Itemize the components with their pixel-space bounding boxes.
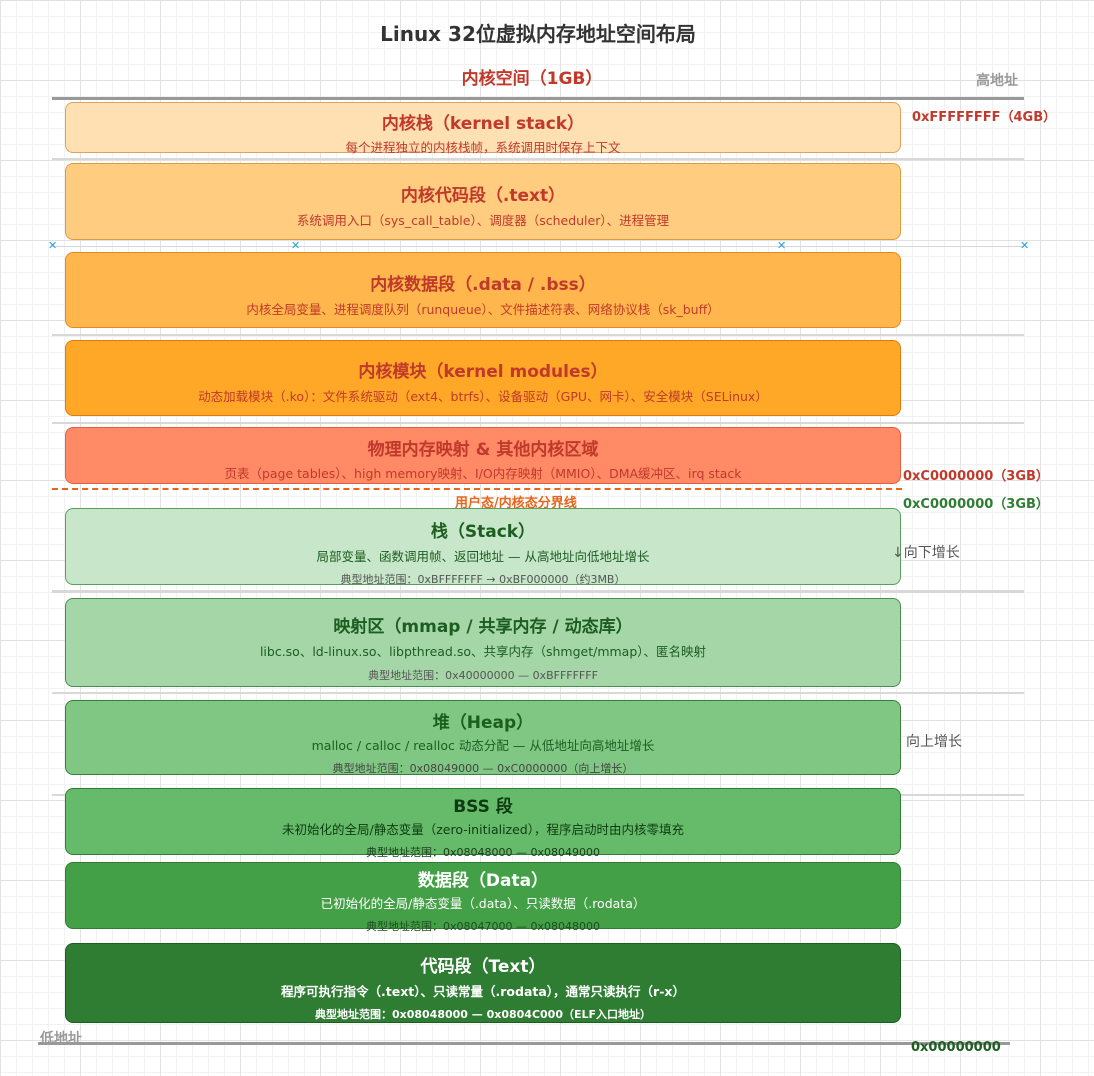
block-range: 典型地址范围：0x08047000 — 0x08048000 [366, 920, 600, 933]
block-description: 已初始化的全局/静态变量（.data）、只读数据（.rodata） [320, 896, 646, 911]
top-boundary-line [52, 97, 1024, 100]
address-bottom: 0x00000000 [911, 1040, 1001, 1055]
block-title: 栈（Stack） [430, 522, 536, 542]
bss-block: BSS 段 未初始化的全局/静态变量（zero-initialized），程序启… [65, 788, 901, 859]
high-address-label: 高地址 [976, 73, 1018, 89]
heap-growth-note: 向上增长 [906, 734, 962, 750]
data-segment-block: 数据段（Data） 已初始化的全局/静态变量（.data）、只读数据（.roda… [65, 862, 901, 933]
region-separator [52, 422, 1024, 424]
block-title: 代码段（Text） [420, 957, 546, 977]
block-description: 未初始化的全局/静态变量（zero-initialized），程序启动时由内核零… [281, 822, 684, 837]
kernel-stack-block: 内核栈（kernel stack） 每个进程独立的内核栈帧，系统调用时保存上下文 [65, 102, 901, 155]
block-range: 典型地址范围：0x08048000 — 0x0804C000（ELF入口地址） [314, 1008, 652, 1021]
block-description: 每个进程独立的内核栈帧，系统调用时保存上下文 [345, 140, 621, 155]
block-description: 局部变量、函数调用帧、返回地址 — 从高地址向低地址增长 [316, 549, 650, 564]
address-top: 0xFFFFFFFF（4GB） [912, 110, 1057, 125]
region-separator [52, 692, 1024, 694]
region-separator [52, 590, 1024, 593]
block-description: 系统调用入口（sys_call_table）、调度器（scheduler）、进程… [296, 213, 670, 228]
kernel-data-block: 内核数据段（.data / .bss） 内核全局变量、进程调度队列（runque… [65, 252, 901, 328]
x-marker-icon: ✕ [1020, 239, 1030, 252]
block-title: 数据段（Data） [417, 871, 549, 891]
block-description: malloc / calloc / realloc 动态分配 — 从低地址向高地… [311, 738, 655, 753]
block-range: 典型地址范围：0x08049000 — 0xC0000000（向上增长） [332, 762, 634, 775]
region-separator [52, 334, 1024, 336]
block-description: 页表（page tables）、high memory映射、I/O内存映射（MM… [224, 466, 742, 481]
block-title: 物理内存映射 & 其他内核区域 [367, 440, 599, 460]
address-user-top: 0xC0000000（3GB） [903, 497, 1049, 512]
physical-memory-map-block: 物理内存映射 & 其他内核区域 页表（page tables）、high mem… [65, 427, 901, 484]
block-description: 内核全局变量、进程调度队列（runqueue）、文件描述符表、网络协议栈（sk_… [246, 302, 720, 317]
x-marker-icon: ✕ [48, 239, 58, 252]
block-description: libc.so、ld-linux.so、libpthread.so、共享内存（s… [259, 644, 707, 659]
mmap-block: 映射区（mmap / 共享内存 / 动态库） libc.so、ld-linux.… [65, 598, 901, 687]
block-title: 堆（Heap） [432, 713, 534, 733]
heap-block: 堆（Heap） malloc / calloc / realloc 动态分配 —… [65, 700, 901, 775]
block-title: 映射区（mmap / 共享内存 / 动态库） [333, 617, 633, 637]
address-kernel-bottom: 0xC0000000（3GB） [903, 469, 1049, 484]
block-title: 内核代码段（.text） [400, 186, 566, 206]
block-range: 典型地址范围：0xBFFFFFFF → 0xBF000000（约3MB） [340, 573, 626, 586]
text-segment-block: 代码段（Text） 程序可执行指令（.text）、只读常量（.rodata），通… [65, 943, 901, 1023]
boundary-label: 用户态/内核态分界线 [455, 496, 577, 511]
block-range: 典型地址范围：0x08048000 — 0x08049000 [366, 846, 600, 859]
kernel-text-block: 内核代码段（.text） 系统调用入口（sys_call_table）、调度器（… [65, 163, 901, 240]
block-range: 典型地址范围：0x40000000 — 0xBFFFFFFF [368, 669, 598, 682]
block-title: BSS 段 [453, 797, 513, 817]
block-title: 内核模块（kernel modules） [358, 362, 608, 382]
x-marker-icon: ✕ [777, 239, 787, 252]
block-description: 动态加载模块（.ko）：文件系统驱动（ext4、btrfs）、设备驱动（GPU、… [198, 389, 768, 404]
diagram-title: Linux 32位虚拟内存地址空间布局 [380, 22, 696, 46]
user-kernel-boundary-line [52, 488, 902, 490]
kernel-modules-block: 内核模块（kernel modules） 动态加载模块（.ko）：文件系统驱动（… [65, 340, 901, 416]
block-title: 内核栈（kernel stack） [381, 114, 585, 134]
guide-line [52, 246, 1024, 247]
bottom-boundary-line [38, 1042, 1010, 1045]
low-address-label: 低地址 [40, 1031, 82, 1047]
kernel-space-label: 内核空间（1GB） [461, 69, 603, 89]
x-marker-icon: ✕ [291, 239, 301, 252]
block-title: 内核数据段（.data / .bss） [370, 275, 596, 295]
stack-growth-note: ↓向下增长 [892, 545, 960, 561]
block-description: 程序可执行指令（.text）、只读常量（.rodata），通常只读执行（r-x） [281, 984, 685, 999]
stack-block: 栈（Stack） 局部变量、函数调用帧、返回地址 — 从高地址向低地址增长 典型… [65, 508, 901, 586]
region-separator [52, 158, 1024, 160]
